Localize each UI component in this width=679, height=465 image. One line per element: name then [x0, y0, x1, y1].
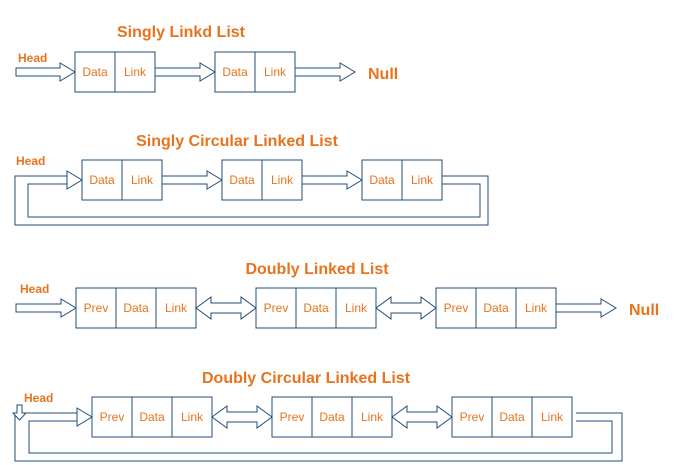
data-cell: Data: [499, 410, 525, 424]
list-node: Data Link: [221, 159, 303, 201]
link-cell: Link: [264, 65, 287, 79]
data-cell: Data: [89, 173, 115, 187]
singly-linked-list: Singly Linkd List Head Data Link Data Li…: [15, 24, 398, 93]
next-arrow: [154, 62, 216, 82]
node-box: [255, 287, 377, 329]
null-label: Null: [629, 302, 659, 319]
diagram-title: Singly Linkd List: [117, 24, 246, 41]
list-node: Data Link: [74, 51, 156, 93]
data-cell: Data: [319, 410, 345, 424]
loop-arrow-head: [76, 407, 93, 427]
loop-arrow-head: [66, 170, 83, 190]
data-cell: Data: [229, 173, 255, 187]
singly-circular-linked-list: Singly Circular Linked List Head Data Li…: [14, 133, 489, 226]
link-cell: Link: [131, 173, 154, 187]
double-arrow: [375, 296, 437, 320]
list-node: Data Link: [361, 159, 443, 201]
data-cell: Data: [369, 173, 395, 187]
next-arrow: [301, 170, 363, 190]
return-loop: [14, 175, 489, 226]
link-cell: Link: [271, 173, 294, 187]
head-down-arrow: [11, 404, 28, 421]
link-cell: Link: [345, 301, 368, 315]
link-cell: Link: [525, 301, 548, 315]
data-cell: Data: [123, 301, 149, 315]
head-label: Head: [16, 154, 45, 168]
link-cell: Link: [361, 410, 384, 424]
data-cell: Data: [303, 301, 329, 315]
next-arrow: [161, 170, 223, 190]
node-box: [451, 396, 573, 438]
link-cell: Link: [541, 410, 564, 424]
list-node: Prev Data Link: [271, 396, 393, 438]
prev-cell: Prev: [100, 410, 125, 424]
head-label: Head: [20, 282, 49, 296]
null-label: Null: [368, 66, 398, 83]
link-cell: Link: [181, 410, 204, 424]
head-arrow: [15, 298, 77, 318]
prev-cell: Prev: [280, 410, 305, 424]
prev-cell: Prev: [84, 301, 109, 315]
doubly-circular-linked-list: Doubly Circular Linked List Head Prev Da…: [11, 370, 623, 462]
prev-cell: Prev: [264, 301, 289, 315]
return-loop-inner: [27, 183, 481, 218]
prev-cell: Prev: [444, 301, 469, 315]
link-cell: Link: [124, 65, 147, 79]
list-node: Prev Data Link: [451, 396, 573, 438]
prev-cell: Prev: [460, 410, 485, 424]
null-arrow: [294, 62, 356, 82]
link-cell: Link: [165, 301, 188, 315]
diagram-title: Doubly Circular Linked List: [202, 370, 411, 387]
list-node: Data Link: [81, 159, 163, 201]
return-loop-inner: [28, 420, 613, 454]
link-cell: Link: [411, 173, 434, 187]
double-arrow: [391, 405, 453, 429]
node-box: [271, 396, 393, 438]
head-label: Head: [18, 51, 47, 65]
diagram-title: Doubly Linked List: [245, 261, 389, 278]
list-node: Prev Data Link: [255, 287, 377, 329]
node-box: [91, 396, 213, 438]
double-arrow: [211, 405, 273, 429]
data-cell: Data: [222, 65, 248, 79]
list-node: Prev Data Link: [75, 287, 197, 329]
list-node: Prev Data Link: [91, 396, 213, 438]
data-cell: Data: [139, 410, 165, 424]
head-arrow: [15, 62, 76, 82]
doubly-linked-list: Doubly Linked List Head Prev Data Link P…: [15, 261, 659, 329]
node-box: [75, 287, 197, 329]
data-cell: Data: [483, 301, 509, 315]
data-cell: Data: [82, 65, 108, 79]
diagram-title: Singly Circular Linked List: [136, 133, 338, 150]
list-node: Data Link: [214, 51, 296, 93]
list-node: Prev Data Link: [435, 287, 557, 329]
head-label: Head: [24, 391, 53, 405]
null-arrow: [555, 298, 617, 318]
double-arrow: [195, 296, 257, 320]
